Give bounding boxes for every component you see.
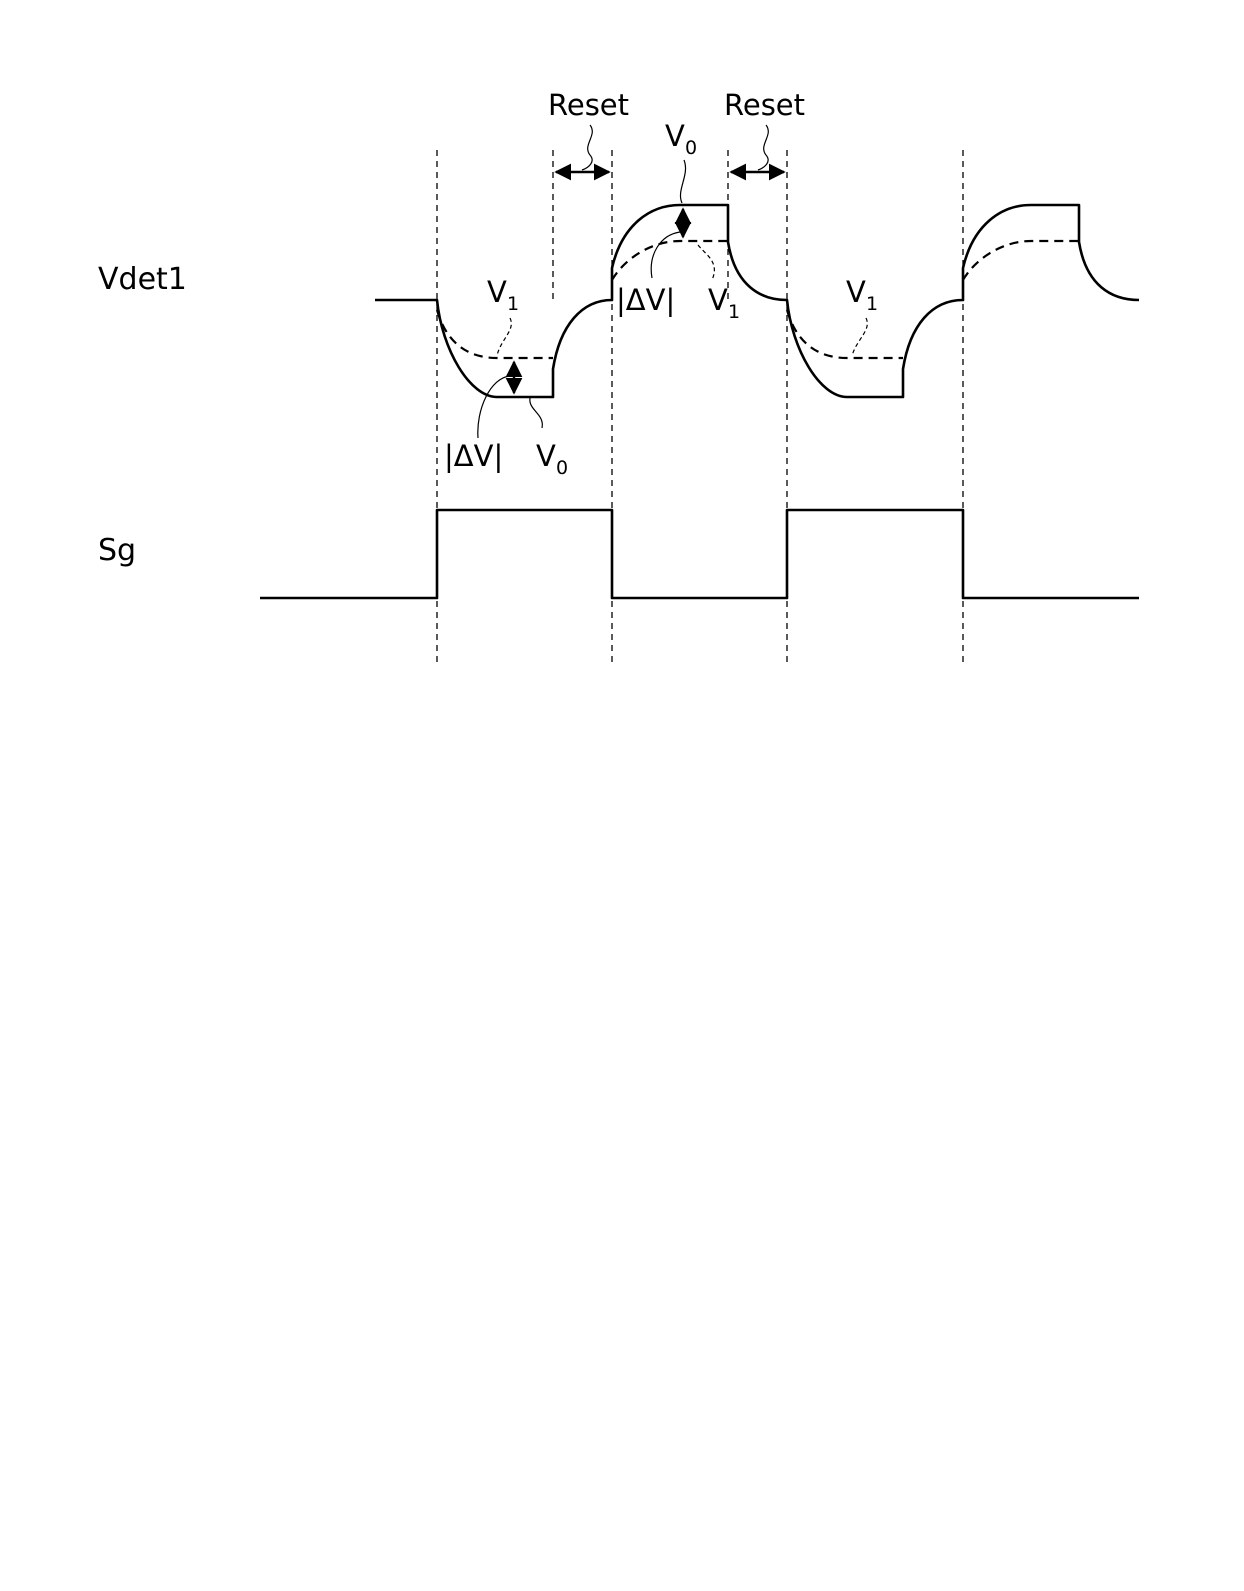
delta-v-leader-1 <box>478 376 510 438</box>
v0-letter-2: V <box>665 119 685 153</box>
v1-leader-3 <box>852 318 867 356</box>
v1-subscript-1: 1 <box>507 293 519 315</box>
sg-waveform <box>260 510 1139 598</box>
delta-v-label-2: |ΔV| <box>616 283 675 317</box>
reset-label-1: Reset <box>548 88 629 122</box>
v1-annotation-3: V 1 <box>846 275 878 356</box>
v0-annotation-2: V 0 <box>665 119 697 203</box>
v1-letter-1: V <box>487 275 507 309</box>
reset-leader-1 <box>582 125 592 170</box>
timing-guides <box>437 150 963 665</box>
reset-leader-2 <box>758 125 768 170</box>
v0-annotation-1: V 0 <box>530 398 568 479</box>
reset-annotation-2: Reset <box>724 88 805 172</box>
v1-letter-2: V <box>708 283 728 317</box>
v0-subscript-2: 0 <box>685 137 697 159</box>
v1-annotation-1: V 1 <box>487 275 519 356</box>
delta-v-leader-2 <box>651 232 680 278</box>
delta-v-label-1: |ΔV| <box>444 439 503 473</box>
vdet1-label: Vdet1 <box>98 262 187 297</box>
v1-letter-3: V <box>846 275 866 309</box>
v0-leader-1 <box>530 398 543 428</box>
v0-leader-2 <box>680 160 685 203</box>
v1-leader-1 <box>497 318 511 356</box>
reset-label-2: Reset <box>724 88 805 122</box>
v1-subscript-2: 1 <box>728 301 740 323</box>
vdet1-dashed-waveform <box>437 241 1079 358</box>
v0-letter-1: V <box>536 439 556 473</box>
reset-annotation-1: Reset <box>548 88 629 172</box>
sg-label: Sg <box>98 533 136 568</box>
delta-v-annotation-2: |ΔV| <box>616 232 680 317</box>
v1-leader-2 <box>698 245 714 280</box>
v1-annotation-2: V 1 <box>698 245 740 323</box>
v1-subscript-3: 1 <box>866 293 878 315</box>
v0-subscript-1: 0 <box>556 457 568 479</box>
